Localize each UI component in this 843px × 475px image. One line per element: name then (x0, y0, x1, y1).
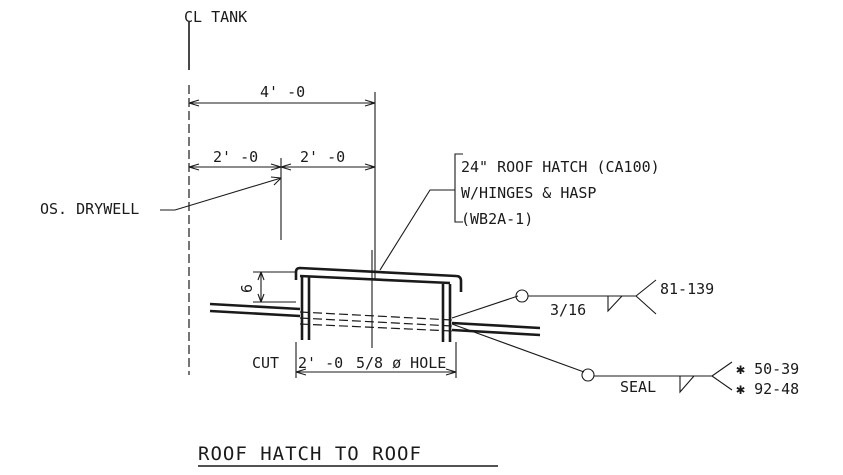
cut-dim-arrows (295, 368, 457, 376)
weld-ref-label: 81-139 (660, 280, 714, 298)
cl-tank-label: CL TANK (184, 8, 247, 26)
hole-note-label: 5/8 ø HOLE (356, 354, 446, 372)
cut-label: CUT (252, 354, 279, 372)
roof-hidden-line-3 (299, 323, 453, 332)
hatch-label-line2: W/HINGES & HASP (461, 184, 596, 202)
weld-tail (635, 279, 657, 315)
weld-fillet-symbol (607, 295, 623, 313)
seal-fillet-symbol (679, 375, 695, 394)
roof-hidden-line-1 (299, 311, 453, 321)
hatch-callout-bracket (454, 153, 463, 223)
seal-ref-1-label: ✱ 50-39 (736, 360, 799, 378)
dim-height-label: 6 (238, 284, 256, 293)
drawing-title: ROOF HATCH TO ROOF (198, 443, 422, 465)
roof-plate-left-bottom (209, 309, 301, 318)
existing-drywell-leader (160, 177, 282, 211)
roof-plate-left-top (209, 302, 301, 311)
dim-right-label: 2' -0 (300, 148, 345, 166)
dim-height-arrows (257, 271, 265, 303)
weld-leader (451, 295, 519, 319)
hatch-label-line3: (WB2A-1) (461, 210, 533, 228)
existing-drywell-arrow (270, 176, 282, 186)
roof-plate-right-bottom (451, 328, 541, 337)
existing-drywell-label: OS. DRYWELL (40, 200, 139, 218)
seal-label: SEAL (620, 378, 656, 396)
seal-ref-2-label: ✱ 92-48 (736, 380, 799, 398)
hatch-callout-leader (379, 189, 455, 271)
hatch-lid (294, 266, 463, 292)
hatch-lid-inner (299, 274, 451, 285)
dim-split-arrows (188, 163, 376, 171)
weld-size-label: 3/16 (550, 301, 586, 319)
dim-total-label: 4' -0 (260, 83, 305, 101)
hatch-label-line1: 24" ROOF HATCH (CA100) (461, 158, 660, 176)
seal-leader (451, 323, 585, 373)
roof-hidden-line-2 (299, 317, 453, 327)
roof-plate-right-top (451, 321, 541, 330)
dim-total-arrows (188, 99, 376, 107)
dim-left-label: 2' -0 (213, 148, 258, 166)
seal-all-around-circle (581, 368, 595, 382)
seal-tail (711, 361, 733, 391)
cut-dim-label: 2' -0 (298, 354, 343, 372)
